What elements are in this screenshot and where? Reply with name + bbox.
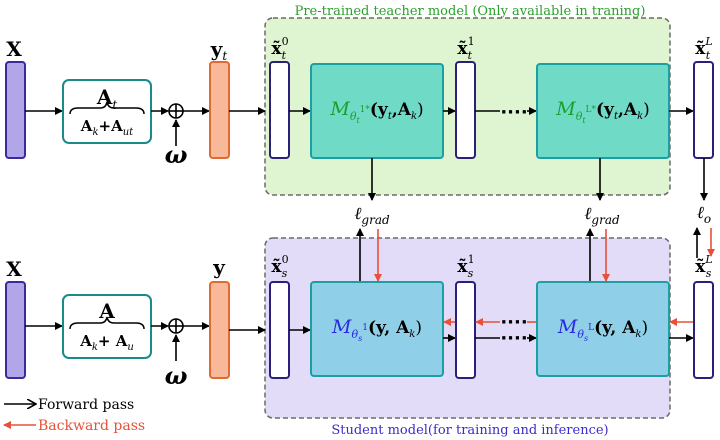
- teacher-region-title: Pre-trained teacher model (Only availabl…: [295, 4, 646, 19]
- legend-backward-label: Backward pass: [38, 418, 145, 434]
- bottom-operator-bottom: Ak+ Au: [79, 332, 134, 353]
- bottom-dots-forward: ····: [500, 328, 527, 349]
- bottom-x1-block: [455, 281, 476, 379]
- top-x0-block: [269, 61, 290, 159]
- legend-forward-label: Forward pass: [38, 397, 134, 413]
- bottom-model-L: [536, 281, 670, 377]
- bottom-input-label: X: [6, 257, 22, 281]
- top-model-L-label: MθtL*(yt,Ak): [555, 98, 650, 125]
- top-xL-block: [693, 61, 714, 159]
- bottom-operator-top: A: [98, 299, 115, 323]
- bottom-xL-block: [693, 281, 714, 379]
- bottom-measurement-label: y: [212, 255, 226, 279]
- bottom-model-1-label: Mθs1(y, Ak): [331, 316, 422, 343]
- student-region-title: Student model(for training and inference…: [331, 423, 608, 438]
- top-operator-top: At: [96, 85, 118, 112]
- top-input-block: [5, 61, 26, 159]
- bottom-dots-back: ····: [500, 312, 527, 333]
- top-operator-bottom: Ak+Aut: [80, 117, 134, 138]
- loss-output: ℓo: [697, 203, 711, 226]
- bottom-noise-symbol: ω: [165, 361, 188, 390]
- top-measurement-block: [209, 61, 230, 159]
- top-model-1-label: Mθt1*(yt,Ak): [329, 98, 423, 125]
- loss-grad-L: ℓgrad: [584, 204, 620, 227]
- top-noise-symbol: ω: [165, 140, 188, 169]
- bottom-model-L-label: MθsL(y, Ak): [557, 316, 648, 343]
- bottom-measurement-block: [209, 281, 230, 379]
- bottom-input-block: [5, 281, 26, 379]
- bottom-x0-block: [269, 281, 290, 379]
- bottom-model-1: [310, 281, 444, 377]
- top-x1-block: [455, 61, 476, 159]
- loss-grad-1: ℓgrad: [354, 204, 390, 227]
- top-dots: ····: [500, 102, 527, 123]
- top-measurement-label: yt: [210, 37, 228, 63]
- top-input-label: X: [6, 37, 22, 61]
